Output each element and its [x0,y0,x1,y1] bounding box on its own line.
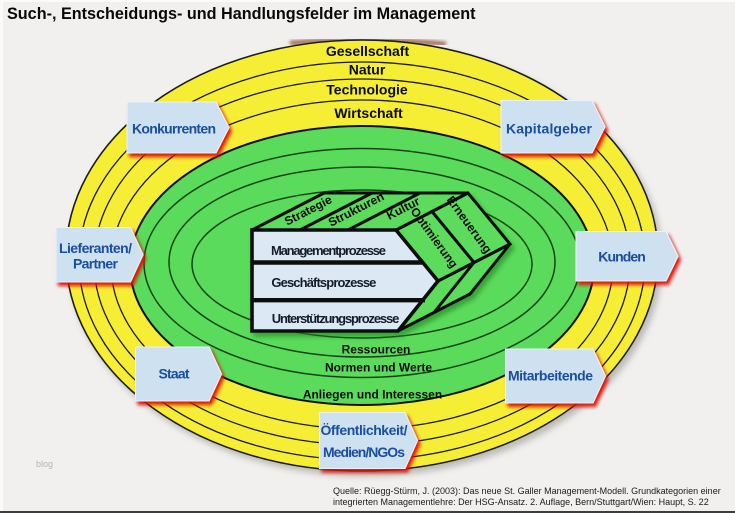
svg-text:Such-, Entscheidungs- und Hand: Such-, Entscheidungs- und Handlungsfelde… [7,5,476,23]
svg-text:Anliegen und Interessen: Anliegen und Interessen [303,388,442,402]
svg-text:Gesellschaft: Gesellschaft [326,43,410,59]
svg-text:Geschäftsprozesse: Geschäftsprozesse [271,275,376,290]
svg-text:Öffentlichkeit/: Öffentlichkeit/ [321,422,408,438]
svg-text:Kapitalgeber: Kapitalgeber [506,120,593,136]
svg-text:Mitarbeitende: Mitarbeitende [508,367,593,383]
svg-text:Kunden: Kunden [598,249,646,265]
svg-text:Staat: Staat [159,366,190,382]
svg-text:Technologie: Technologie [326,82,408,98]
svg-text:integrierten Managementlehre:: integrierten Managementlehre: Der HSG-An… [333,497,709,507]
svg-text:Medien/NGOs: Medien/NGOs [323,444,405,460]
svg-text:Konkurrenten: Konkurrenten [132,120,216,136]
svg-text:Managementprozesse: Managementprozesse [271,243,386,258]
svg-text:Unterstützungsprozesse: Unterstützungsprozesse [272,311,400,326]
svg-text:Normen und Werte: Normen und Werte [325,361,432,375]
svg-text:Quelle: Rüegg-Stürm, J. (2003): Quelle: Rüegg-Stürm, J. (2003): Das neue… [333,486,721,496]
svg-text:Ressourcen: Ressourcen [342,343,411,357]
svg-text:Wirtschaft: Wirtschaft [334,105,403,121]
svg-text:Lieferanten/: Lieferanten/ [59,240,132,256]
svg-text:Partner: Partner [73,256,119,272]
svg-text:blog: blog [36,459,53,469]
svg-text:Natur: Natur [349,62,386,78]
